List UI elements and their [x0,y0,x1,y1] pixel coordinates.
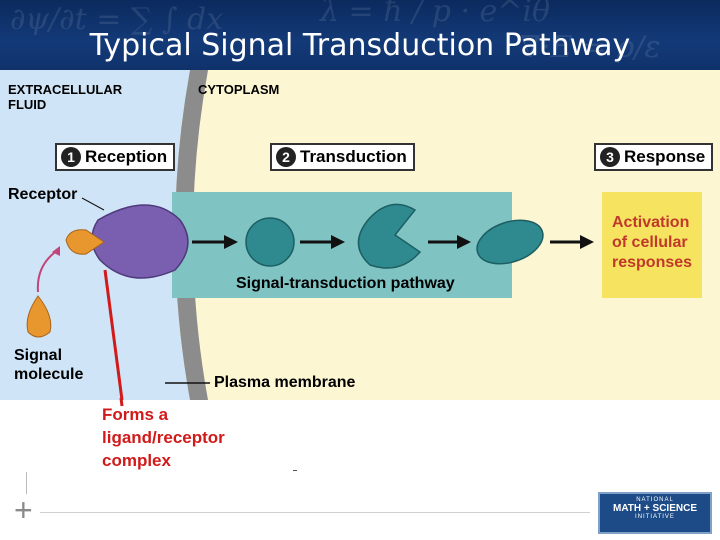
relay-molecule-2 [357,203,422,269]
step-number: 1 [61,147,81,167]
step-label: Transduction [300,147,407,166]
nms-logo: NATIONAL MATH + SCIENCE INITIATIVE [598,492,712,534]
response-box [602,192,702,298]
step-reception: 1 Reception [55,143,176,171]
logo-line-2: MATH + SCIENCE [613,503,697,514]
binding-arrow-head [52,246,60,256]
footer-divider [40,512,590,513]
title-banner: ∂ψ/∂t = ∑ ∫ dx λ = ħ / p · e^iθ ∇·E = ρ/… [0,0,720,70]
annotation-text: Forms a ligand/receptor complex [102,405,225,470]
plasma-membrane-label: Plasma membrane [214,374,356,391]
step-label: Response [624,147,706,166]
arrow-3-head [457,235,471,249]
receptor-pointer [81,197,105,211]
logo-line-3: INITIATIVE [635,514,675,520]
arrow-4-head [580,235,594,249]
cytoplasm-label: CYTOPLASM [198,82,280,97]
step-transduction: 2 Transduction [270,143,415,171]
arrow-1-head [224,235,238,249]
step-number: 3 [600,147,620,167]
banner-decoration: λ = ħ / p · e^iθ [320,0,551,29]
banner-decoration: ∇·E = ρ/ε [520,30,661,65]
relay-molecule-3 [476,219,544,265]
response-label: Activation of cellular responses [612,214,693,271]
arrow-2-head [331,235,345,249]
signal-molecule-label: Signal molecule [14,347,84,383]
step-response: 3 Response [594,143,714,171]
page-title: Typical Signal Transduction Pathway [89,28,631,63]
annotation-line-extension [119,398,124,407]
banner-decoration: ∂ψ/∂t = ∑ ∫ dx [10,2,224,37]
logo-line-1: NATIONAL [636,497,674,503]
step-number: 2 [276,147,296,167]
stray-mark [293,470,297,471]
pathway-label: Signal-transduction pathway [236,275,455,292]
step-label: Reception [85,147,168,166]
plus-icon: + [14,492,33,528]
annotation-line [103,269,124,400]
relay-molecule-1 [245,217,295,267]
receptor-label: Receptor [8,186,78,203]
free-signal-molecule [26,295,52,338]
receptor-shape [91,204,189,279]
bound-signal-molecule [65,229,105,255]
extracellular-label: EXTRACELLULAR FLUID [8,82,123,112]
signal-pathway-diagram [0,70,720,400]
footer-vertical-line [26,472,27,494]
